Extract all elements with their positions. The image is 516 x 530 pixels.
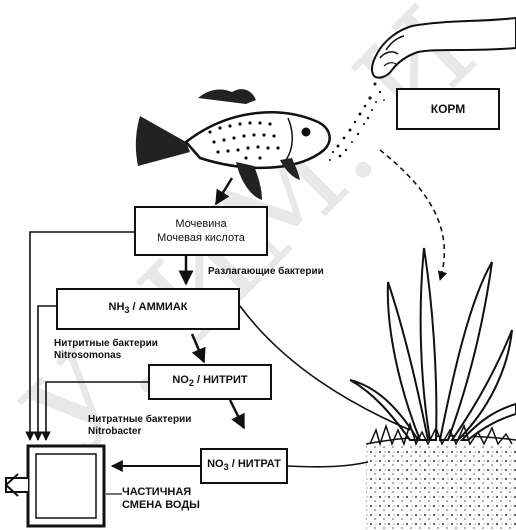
nitrite-box: NO2 / НИТРИТ [148,364,272,400]
nitrite-bacteria-genus: Nitrosomonas [54,350,158,362]
nitrite-bacteria-label: Нитритные бактерии Nitrosomonas [54,338,158,362]
fish-illustration [136,89,330,200]
nitrite-bacteria-ru: Нитритные бактерии [54,338,158,350]
water-change-line2: СМЕНА ВОДЫ [122,499,200,512]
nitrite-label: NO2 / НИТРИТ [172,373,247,390]
ammonia-label: NH3 / АММИАК [109,300,188,317]
nitrate-name: / НИТРАТ [232,458,281,470]
nitrite-subscript: 2 [189,379,194,389]
feed-box: КОРМ [396,88,500,130]
ammonia-box: NH3 / АММИАК [56,288,240,330]
ammonia-formula: NH [109,301,125,313]
ammonia-name: / АММИАК [133,301,188,313]
ammonia-subscript: 3 [124,306,129,316]
nitrate-bacteria-ru: Нитратные бактерии [88,414,191,426]
urea-box: Мочевина Мочевая кислота [134,206,268,256]
reservoir-illustration [6,446,104,526]
plant-illustration [350,248,516,530]
water-change-label: ЧАСТИЧНАЯ СМЕНА ВОДЫ [122,486,200,512]
nitrate-label: NO3 / НИТРАТ [207,457,281,474]
water-change-line1: ЧАСТИЧНАЯ [122,486,200,499]
hand-illustration [372,18,516,78]
nitrite-name: / НИТРИТ [197,374,248,386]
nitrate-formula: NO [207,458,224,470]
feed-label: КОРМ [431,102,466,116]
nitrate-bacteria-genus: Nitrobacter [88,426,191,438]
food-particles [329,83,385,162]
nitrate-subscript: 3 [224,463,229,473]
decomposers-label: Разлагающие бактерии [208,266,324,278]
urea-label: Мочевина [175,217,226,231]
nitrate-bacteria-label: Нитратные бактерии Nitrobacter [88,414,191,438]
nitrate-box: NO3 / НИТРАТ [200,448,288,484]
uric-acid-label: Мочевая кислота [157,231,245,245]
nitrite-formula: NO [172,374,189,386]
